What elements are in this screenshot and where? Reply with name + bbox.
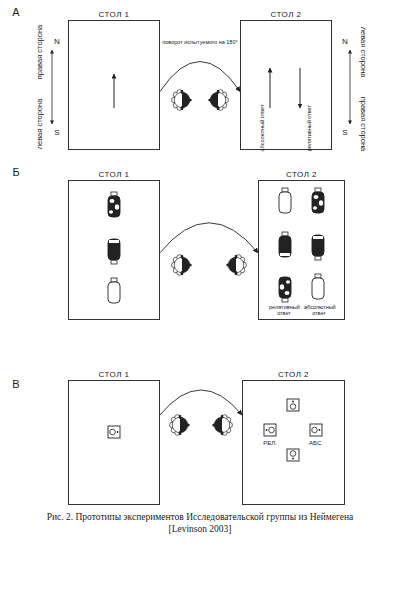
- object-figure: [312, 235, 324, 260]
- table-title: СТОЛ 1: [59, 10, 169, 19]
- object-figure: [279, 232, 291, 257]
- head-figure: [208, 90, 228, 111]
- direction-arrow: [114, 74, 115, 108]
- table-box: СТОЛ 2: [240, 20, 332, 150]
- table-box: СТОЛ 1: [68, 380, 160, 505]
- rotation-arrow: [160, 223, 258, 253]
- table-box: СТОЛ 1: [68, 180, 160, 320]
- annotation-label: АБС.: [309, 440, 323, 447]
- table-title: СТОЛ 2: [249, 170, 354, 179]
- annotation-label: релятивный ответ: [306, 105, 312, 151]
- annotation-label: абсолютный ответ: [259, 105, 265, 152]
- object-figure: [108, 192, 120, 217]
- object-figure: [312, 274, 324, 299]
- chip-figure: [310, 424, 322, 436]
- annotation-label: правая сторона: [359, 97, 367, 152]
- head-figure: [170, 415, 190, 436]
- chip-figure: [287, 399, 299, 411]
- chip-figure: [287, 449, 299, 461]
- annotation-label: В: [12, 378, 19, 390]
- object-figure: [108, 239, 120, 264]
- compass-axis: [350, 50, 351, 124]
- table-title: СТОЛ 2: [231, 10, 341, 19]
- annotation-label: S: [54, 129, 59, 138]
- annotation-label: левая сторона: [36, 99, 44, 150]
- table-title: СТОЛ 2: [233, 370, 354, 379]
- table-box: СТОЛ 2: [258, 180, 345, 320]
- table-title: СТОЛ 1: [59, 370, 169, 379]
- object-figure: [279, 277, 291, 302]
- annotation-label: абсолютный ответ: [304, 304, 334, 316]
- annotation-label: N: [342, 38, 348, 47]
- compass-axis: [52, 50, 53, 124]
- annotation-label: правая сторона: [36, 25, 44, 80]
- annotation-label: РЕЛ.: [263, 440, 277, 447]
- rotation-arrow: [160, 62, 240, 92]
- object-figure: [279, 188, 291, 213]
- annotation-label: N: [54, 38, 60, 47]
- head-figure: [172, 90, 192, 111]
- edge-label: поворот испытуемого на 180°: [162, 39, 238, 45]
- annotation-label: Б: [12, 166, 19, 178]
- table-title: СТОЛ 1: [59, 170, 169, 179]
- head-figure: [172, 255, 192, 276]
- chip-figure: [264, 424, 276, 436]
- figure-caption: Рис. 2. Прототипы экспериментов Исследов…: [30, 512, 370, 536]
- direction-arrow: [300, 68, 301, 108]
- table-box: СТОЛ 1: [68, 20, 160, 150]
- annotation-label: левая сторона: [359, 27, 367, 78]
- direction-arrow: [270, 68, 271, 108]
- chip-figure: [108, 426, 120, 438]
- table-box: СТОЛ 2: [242, 380, 345, 505]
- head-figure: [226, 255, 246, 276]
- head-figure: [212, 415, 232, 436]
- annotation-label: релятивный ответ: [269, 304, 299, 316]
- object-figure: [108, 278, 120, 303]
- annotation-label: А: [12, 6, 19, 18]
- annotation-label: S: [342, 129, 347, 138]
- object-figure: [312, 188, 324, 213]
- rotation-arrow: [160, 390, 242, 415]
